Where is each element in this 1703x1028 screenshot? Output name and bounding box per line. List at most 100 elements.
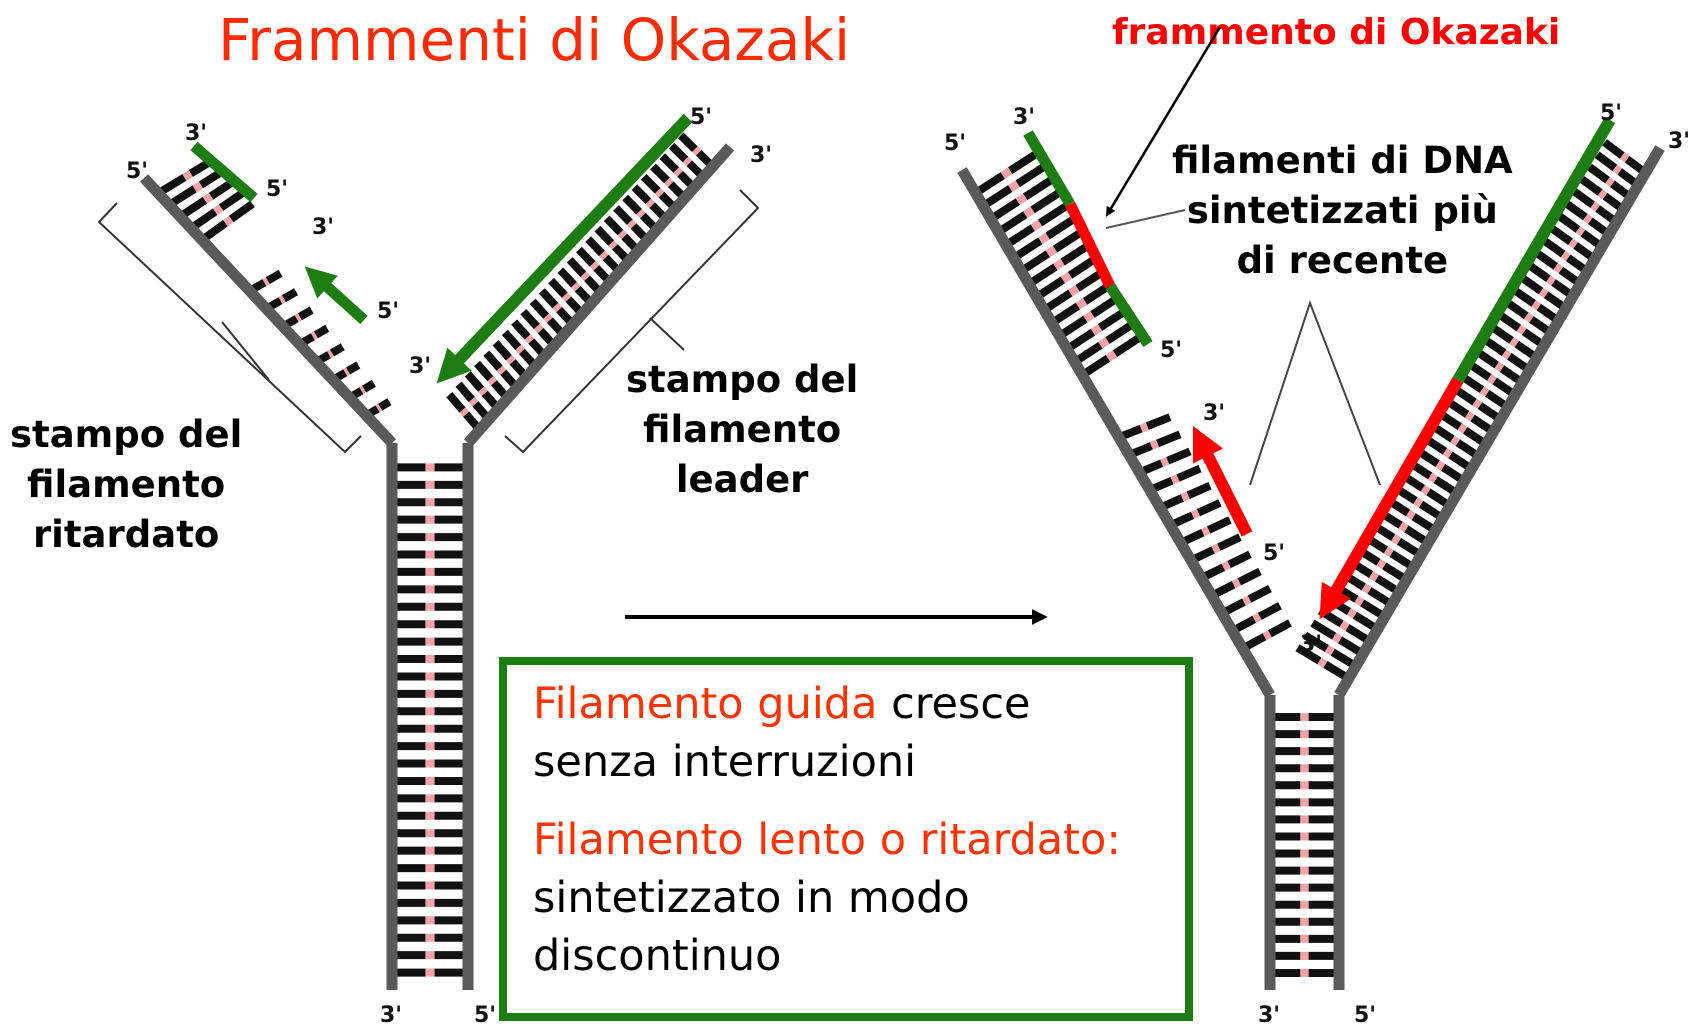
base-pair [1396,537,1422,558]
base-pair [1060,271,1073,284]
base-pair [640,174,661,194]
base-pair [1008,180,1020,192]
base-pair [1064,328,1096,353]
base-pair [1190,508,1201,519]
base-pair [1227,550,1252,569]
base-pair [1231,578,1242,589]
base-pair [1440,463,1466,484]
base-pair [1354,595,1365,607]
base-pair [584,275,604,296]
base-pair [198,166,227,189]
base-pair [1538,287,1549,298]
recent-strands-label: filamenti di DNA sintetizzati più di rec… [1172,136,1513,286]
base-pair [1337,636,1364,657]
base-pair [658,191,679,212]
base-pair [1158,494,1184,512]
base-pair [1257,602,1282,620]
base-pair [1514,340,1539,361]
base-pair [546,317,567,338]
base-pair [621,233,641,254]
base-pair [1527,262,1551,283]
base-pair [375,403,383,413]
base-pair [500,369,520,391]
base-pair [1030,219,1043,232]
base-pair [1247,585,1272,603]
base-pair [496,365,507,375]
base-pair [1479,386,1490,397]
base-pair [1553,263,1564,274]
base-pair [283,315,299,329]
base-pair [1090,294,1121,318]
base-pair [1557,213,1581,233]
base-pair [297,306,314,321]
base-pair [593,265,613,285]
base-pair [1398,521,1409,533]
base-pair [1347,558,1374,578]
base-pair [1015,193,1028,205]
base-pair [1619,152,1630,163]
base-pair [1324,645,1335,656]
base-pair [228,200,255,223]
end-label: 5' [1263,541,1285,566]
base-pair [1442,447,1453,459]
base-pair [561,292,572,302]
base-pair [1068,284,1080,297]
base-pair [1075,298,1088,310]
base-pair [1405,509,1416,520]
base-pair [1352,611,1379,632]
base-pair [1422,434,1448,455]
right-leading-recent-strand [1319,376,1464,620]
base-pair [1413,497,1424,508]
base-pair [1156,430,1182,448]
base-pair [556,306,576,328]
base-pair [649,202,669,222]
base-pair [1448,451,1473,472]
end-label: 3' [312,215,334,240]
base-pair [602,254,623,275]
base-pair [1221,598,1246,617]
lagging-template-line-3: ritardato [32,513,220,556]
end-label: 3' [409,354,431,379]
end-label: 5' [266,177,288,202]
base-pair [1038,232,1050,245]
base-pair [1420,484,1431,496]
base-pair [266,297,283,312]
base-pair [299,333,315,347]
base-pair [1145,413,1172,430]
base-pair [1097,307,1129,331]
base-pair [1573,242,1597,262]
base-pair [996,211,1028,236]
base-pair [455,381,475,403]
base-pair [1317,657,1328,668]
base-pair [501,329,522,351]
base-pair [249,279,267,294]
right-okazaki-fragment-old-part [1023,130,1075,207]
base-pair [1499,365,1524,386]
base-pair [1030,189,1062,214]
base-pair [349,387,364,400]
base-pair [1242,595,1252,606]
base-pair [1026,263,1058,288]
base-pair [1340,570,1366,591]
base-pair [509,359,529,380]
base-pair [1206,516,1232,534]
base-pair [202,192,214,204]
base-pair [1339,620,1350,631]
base-pair [169,185,197,207]
base-pair [1531,300,1542,311]
base-pair [1023,206,1035,218]
base-pair [626,219,637,229]
base-pair [1015,162,1047,188]
base-pair [1389,550,1415,571]
base-pair [212,204,224,216]
summary-box: Filamento guida cresce senza interruzion… [499,657,1193,1021]
base-pair [327,349,335,359]
base-pair [492,340,512,361]
base-pair [1565,254,1590,275]
base-pair [1579,176,1603,196]
base-pair [1507,353,1531,373]
end-label: 5' [1160,338,1182,363]
base-pair [208,178,236,200]
leading-template-line-2: filamento [643,408,842,451]
base-pair [1492,377,1517,398]
